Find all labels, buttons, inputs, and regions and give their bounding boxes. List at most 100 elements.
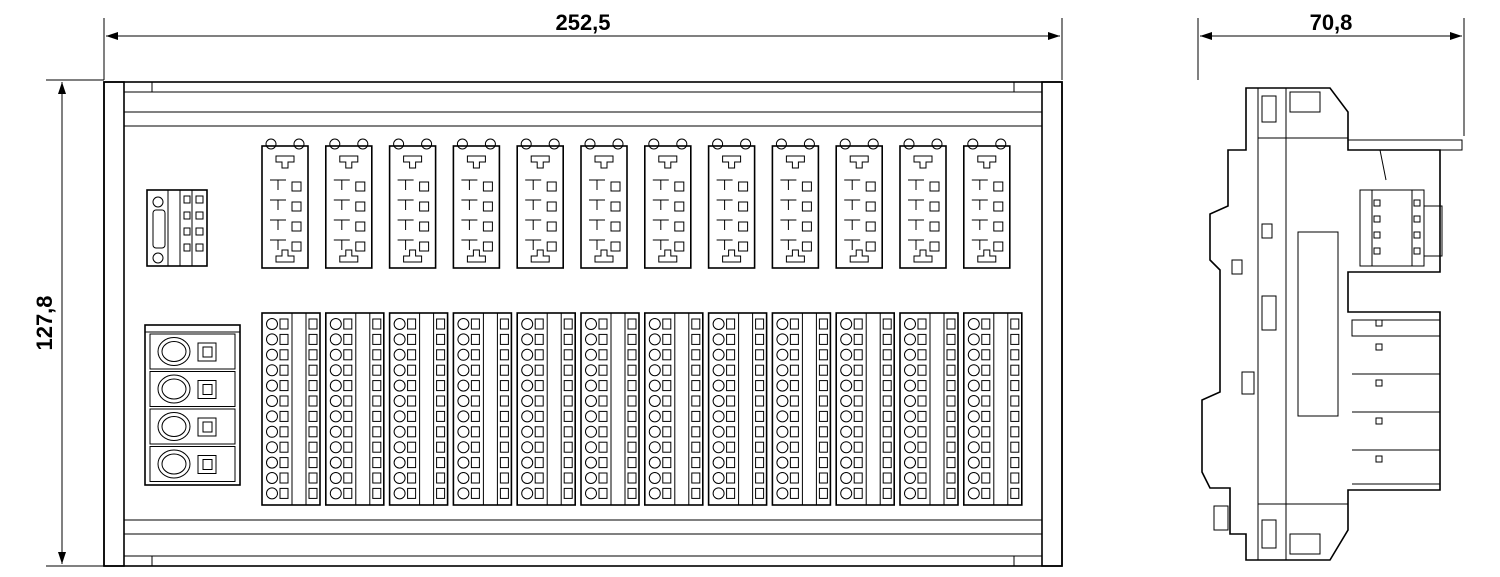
spring-release-hole: [266, 472, 278, 484]
terminal-block-body: [261, 312, 321, 506]
spring-release-hole: [904, 318, 916, 330]
spring-release-hole: [393, 456, 406, 469]
terminal-block: [707, 312, 768, 506]
right-cap-tab: [1013, 81, 1043, 93]
terminal-block: [771, 312, 832, 506]
spring-release-hole: [712, 441, 725, 454]
spring-release-hole: [393, 364, 406, 377]
spring-release-hole: [393, 379, 406, 392]
spring-release-hole: [329, 395, 342, 407]
spring-release-hole: [648, 472, 661, 484]
depth-dimension: 70,8: [1197, 10, 1465, 136]
spring-release-hole: [329, 364, 342, 377]
ic-connector-body: [707, 145, 756, 269]
ic-connector-body: [324, 145, 373, 269]
spring-release-hole: [585, 472, 597, 484]
spring-release-hole: [967, 333, 980, 346]
spring-release-hole: [457, 456, 470, 469]
spring-release-hole: [329, 487, 342, 500]
ic-connector-body: [580, 145, 628, 269]
ic-connector-row: [261, 138, 1011, 269]
spring-release-hole: [648, 333, 661, 346]
spring-release-hole: [648, 348, 661, 361]
overall-height-label: 127,8: [32, 295, 57, 350]
spring-release-hole: [457, 318, 470, 330]
ic-connector-body: [452, 145, 501, 269]
spring-release-hole: [585, 425, 597, 438]
spring-release-hole: [329, 425, 342, 438]
spring-release-hole: [904, 348, 916, 361]
terminal-block-body: [643, 312, 704, 506]
spring-release-hole: [776, 425, 789, 438]
spring-release-hole: [840, 364, 853, 377]
side-view: [1201, 87, 1463, 561]
latch-window: [1289, 91, 1321, 113]
spring-release-hole: [266, 487, 278, 500]
spring-release-hole: [457, 348, 470, 361]
spring-release-hole: [904, 456, 916, 469]
connector-body: [146, 189, 208, 267]
spring-release-hole: [585, 318, 597, 330]
power-terminal-position: [149, 408, 236, 445]
spring-release-hole: [712, 318, 725, 330]
spring-release-hole: [840, 425, 853, 438]
spring-release-hole: [266, 333, 278, 346]
spring-release-hole: [393, 333, 406, 346]
ic-connector: [771, 138, 820, 269]
spring-release-hole: [457, 395, 470, 407]
spring-release-hole: [776, 333, 789, 346]
din-rail-foot: [1213, 505, 1229, 531]
spring-release-hole: [967, 395, 980, 407]
side-housing-outline: [1201, 87, 1441, 561]
spring-release-hole: [266, 456, 278, 469]
ic-connector-body: [771, 145, 820, 269]
terminal-block-body: [707, 312, 768, 506]
spring-release-hole: [457, 333, 470, 346]
spring-release-hole: [904, 472, 916, 484]
spring-release-hole: [457, 487, 470, 500]
spring-release-hole: [967, 472, 980, 484]
spring-release-hole: [329, 348, 342, 361]
spring-release-hole: [521, 364, 534, 377]
spring-release-hole: [585, 410, 597, 423]
terminal-block: [516, 312, 577, 506]
power-terminal-position: [149, 371, 236, 407]
spring-release-hole: [393, 487, 406, 500]
spring-release-hole: [712, 395, 725, 407]
spring-release-hole: [712, 456, 725, 469]
spring-release-hole: [521, 425, 534, 438]
spring-release-hole: [648, 441, 661, 454]
ic-connector-body: [899, 145, 947, 269]
spring-release-hole: [648, 456, 661, 469]
spring-release-hole: [648, 410, 661, 423]
spring-release-hole: [904, 364, 916, 377]
spring-release-hole: [266, 425, 278, 438]
spring-release-hole: [648, 487, 661, 500]
spring-release-hole: [776, 487, 789, 500]
spring-release-hole: [329, 333, 342, 346]
terminal-block-body: [835, 312, 896, 506]
terminal-block-row: [261, 312, 1023, 506]
spring-release-hole: [712, 333, 725, 346]
terminal-block-body: [962, 312, 1023, 506]
spring-release-hole: [904, 487, 916, 500]
spring-release-hole: [457, 472, 470, 484]
spring-release-hole: [329, 318, 342, 330]
ic-connector-body: [388, 145, 437, 269]
spring-release-hole: [967, 348, 980, 361]
small-supply-connector: [146, 189, 208, 267]
ic-connector: [643, 138, 692, 269]
ic-connector: [580, 138, 628, 269]
latch-window: [1289, 533, 1321, 555]
ic-connector-body: [643, 145, 692, 269]
width-dimension: 252,5: [103, 10, 1063, 80]
spring-release-hole: [840, 487, 853, 500]
overall-width-label: 252,5: [555, 10, 610, 35]
spring-release-hole: [776, 364, 789, 377]
spring-release-hole: [967, 425, 980, 438]
right-end-cap: [1041, 81, 1063, 567]
spring-release-hole: [329, 456, 342, 469]
side-depth-label: 70,8: [1310, 10, 1353, 35]
terminal-block: [643, 312, 704, 506]
spring-release-hole: [521, 472, 534, 484]
